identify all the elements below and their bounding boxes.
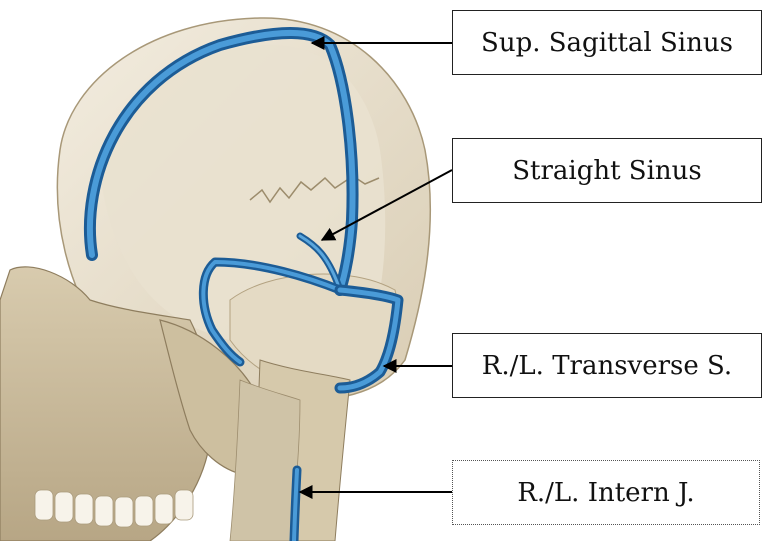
neck-muscle	[230, 380, 300, 541]
label-transverse-sinus: R./L. Transverse S.	[452, 333, 762, 398]
label-internal-jugular-text: R./L. Intern J.	[517, 478, 694, 508]
label-sup-sagittal-sinus: Sup. Sagittal Sinus	[452, 10, 762, 75]
label-sup-sagittal-sinus-text: Sup. Sagittal Sinus	[481, 28, 733, 58]
label-straight-sinus: Straight Sinus	[452, 138, 762, 203]
label-straight-sinus-text: Straight Sinus	[512, 156, 702, 186]
label-internal-jugular: R./L. Intern J.	[452, 460, 760, 525]
label-transverse-sinus-text: R./L. Transverse S.	[482, 351, 732, 381]
